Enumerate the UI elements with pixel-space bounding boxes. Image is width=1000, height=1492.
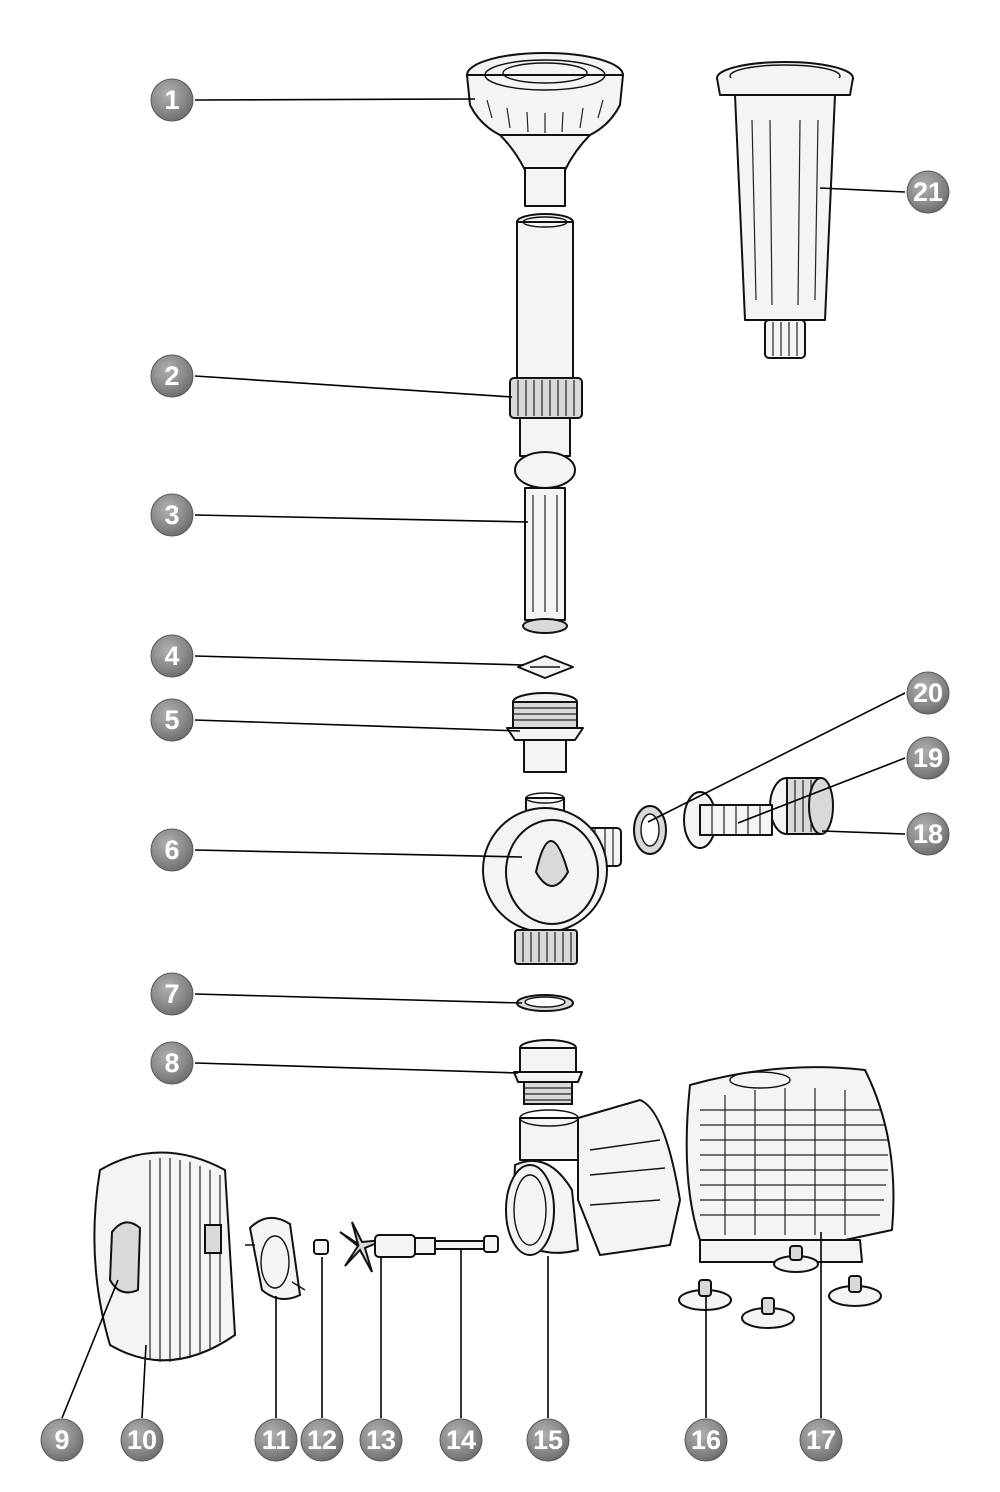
part-motor-cover [93, 1151, 236, 1362]
callout-14: 14 [439, 1418, 483, 1462]
callout-6: 6 [150, 828, 194, 872]
callout-15: 15 [526, 1418, 570, 1462]
callout-11: 11 [254, 1418, 298, 1462]
leader-8 [194, 1062, 519, 1074]
part-connector-ring [509, 377, 583, 419]
callout-badges: 1 2 3 4 5 6 7 8 9 10 11 [40, 78, 950, 1462]
part-shaft [434, 1235, 499, 1253]
svg-text:20: 20 [913, 678, 943, 708]
part-stem [514, 417, 576, 634]
svg-text:3: 3 [164, 500, 179, 530]
leader-20 [647, 692, 906, 823]
svg-text:6: 6 [164, 835, 179, 865]
part-threaded-adapter [506, 692, 584, 773]
callout-5: 5 [150, 698, 194, 742]
part-extension-tube [516, 213, 574, 381]
svg-text:9: 9 [54, 1425, 69, 1455]
leader-19 [737, 757, 906, 824]
leader-1 [194, 98, 476, 101]
svg-text:5: 5 [164, 705, 179, 735]
part-gasket-ring [633, 805, 667, 855]
leader-5 [194, 719, 521, 732]
callout-1: 1 [150, 78, 194, 122]
leader-21 [819, 187, 906, 193]
svg-text:10: 10 [127, 1425, 157, 1455]
callout-9: 9 [40, 1418, 84, 1462]
part-flow-valve [482, 792, 622, 965]
svg-text:7: 7 [164, 979, 179, 1009]
svg-text:8: 8 [164, 1048, 179, 1078]
svg-text:17: 17 [806, 1425, 836, 1455]
svg-text:1: 1 [164, 85, 179, 115]
callout-4: 4 [150, 634, 194, 678]
leader-6 [194, 849, 523, 858]
svg-text:11: 11 [262, 1425, 291, 1455]
callout-17: 17 [799, 1418, 843, 1462]
leader-18 [821, 830, 906, 835]
callout-8: 8 [150, 1041, 194, 1085]
part-suction-cups [678, 1245, 882, 1329]
callout-2: 2 [150, 354, 194, 398]
leader-7 [194, 993, 523, 1004]
svg-text:15: 15 [533, 1425, 563, 1455]
svg-text:21: 21 [913, 177, 943, 207]
callout-20: 20 [906, 671, 950, 715]
part-threaded-outlet [513, 1039, 583, 1105]
part-filter-cage [685, 1066, 895, 1263]
svg-text:4: 4 [164, 641, 179, 671]
leader-lines [61, 98, 906, 1419]
part-pump-body [505, 1099, 681, 1256]
leader-10 [141, 1344, 147, 1419]
leader-3 [194, 514, 529, 523]
leader-4 [194, 655, 525, 666]
callout-7: 7 [150, 972, 194, 1016]
part-hose-tail [683, 791, 773, 849]
callout-10: 10 [120, 1418, 164, 1462]
leader-2 [194, 375, 513, 398]
callout-21: 21 [906, 170, 950, 214]
callout-16: 16 [684, 1418, 728, 1462]
svg-text:2: 2 [164, 361, 179, 391]
leader-9 [61, 1279, 119, 1419]
svg-text:12: 12 [307, 1425, 337, 1455]
callout-19: 19 [906, 736, 950, 780]
callout-3: 3 [150, 493, 194, 537]
part-o-ring [516, 994, 574, 1012]
callout-12: 12 [300, 1418, 344, 1462]
part-prefilter-sleeve [716, 61, 854, 359]
part-bearing-housing [245, 1217, 306, 1300]
svg-text:19: 19 [913, 743, 943, 773]
svg-text:16: 16 [691, 1425, 721, 1455]
part-regulator-knob [108, 1221, 142, 1294]
svg-text:18: 18 [913, 819, 943, 849]
part-union-nut [769, 777, 834, 835]
callout-18: 18 [906, 812, 950, 856]
part-fountain-head [466, 52, 624, 207]
part-impeller [339, 1221, 436, 1273]
part-bushing [313, 1239, 329, 1255]
callout-13: 13 [359, 1418, 403, 1462]
svg-text:14: 14 [446, 1425, 476, 1455]
svg-text:13: 13 [366, 1425, 396, 1455]
part-seal-insert [517, 655, 574, 679]
